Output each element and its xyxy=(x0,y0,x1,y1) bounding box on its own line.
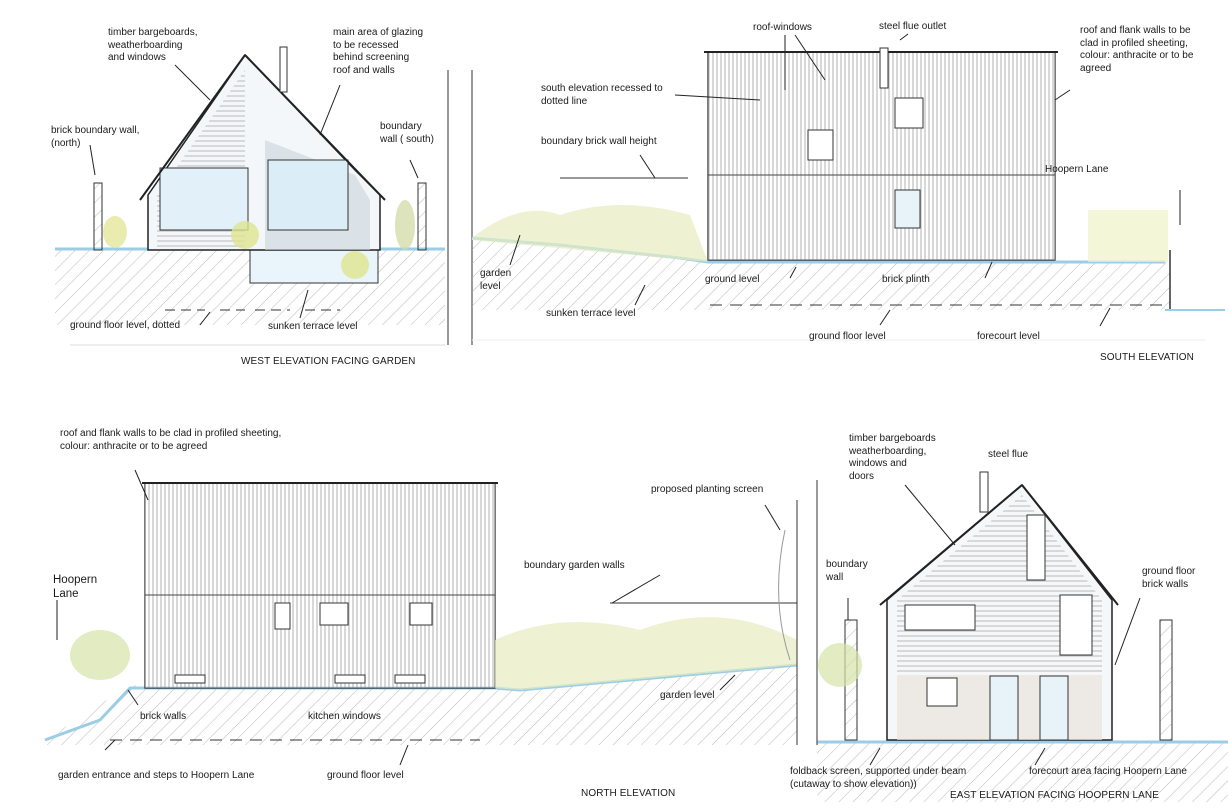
west-glazing xyxy=(267,159,349,231)
steel-flue xyxy=(979,471,989,513)
garden-planting xyxy=(495,617,797,690)
label-north-ground-floor: ground floor level xyxy=(327,770,404,781)
label-ground-level: ground level xyxy=(705,274,760,285)
label-kitchen-windows: kitchen windows xyxy=(308,711,381,722)
label-west-sunken: sunken terrace level xyxy=(268,321,358,332)
label-brick-wall-north: brick boundary wall, (north) xyxy=(51,125,140,149)
label-south-sunken: sunken terrace level xyxy=(546,308,636,319)
north-elevation-drawing xyxy=(44,482,798,745)
boundary-wall xyxy=(1159,619,1173,741)
west-window xyxy=(159,167,249,231)
title-south-elevation: SOUTH ELEVATION xyxy=(1100,352,1194,363)
door xyxy=(989,675,1019,741)
label-south-cladding: roof and flank walls to be clad in profi… xyxy=(1080,25,1194,74)
south-boundary-wall xyxy=(417,182,427,251)
window xyxy=(409,602,433,626)
chimney xyxy=(279,46,288,93)
label-foldback-screen: foldback screen, supported under beam (c… xyxy=(790,766,967,790)
label-brick-walls: brick walls xyxy=(140,711,187,722)
label-garden-entrance: garden entrance and steps to Hoopern Lan… xyxy=(58,770,255,781)
window xyxy=(274,602,291,630)
east-elevation-drawing xyxy=(816,471,1228,802)
label-west-glazing: main area of glazing to be recessed behi… xyxy=(333,27,424,76)
label-south-ground-floor: ground floor level xyxy=(809,331,886,342)
ground-window xyxy=(894,189,921,229)
steel-flue xyxy=(879,47,889,89)
west-elevation-drawing xyxy=(55,46,445,346)
kitchen-window xyxy=(394,674,426,684)
label-south-recessed: south elevation recessed to dotted line xyxy=(541,83,663,107)
garden-planting xyxy=(472,205,708,262)
label-east-brick-walls: ground floor brick walls xyxy=(1142,566,1196,590)
label-east-forecourt: forecourt area facing Hoopern Lane xyxy=(1029,766,1187,777)
label-roof-windows: roof-windows xyxy=(753,22,812,33)
roof-window xyxy=(807,129,834,161)
label-forecourt-level: forecourt level xyxy=(977,331,1040,342)
label-east-boundary: boundary wall xyxy=(826,559,868,583)
label-west-ground-floor: ground floor level, dotted xyxy=(70,320,181,331)
north-boundary-wall xyxy=(93,182,103,251)
label-wall-south: boundary wall ( south) xyxy=(380,121,434,145)
title-north-elevation: NORTH ELEVATION xyxy=(581,788,676,799)
window xyxy=(926,677,958,707)
kitchen-window xyxy=(174,674,206,684)
label-boundary-height: boundary brick wall height xyxy=(541,136,657,147)
label-steel-flue-outlet: steel flue outlet xyxy=(879,21,947,32)
label-east-steel-flue: steel flue xyxy=(988,449,1029,460)
leader-lines xyxy=(56,33,1181,766)
label-brick-plinth: brick plinth xyxy=(882,274,930,285)
roof-window xyxy=(894,97,924,129)
label-north-lane: Hoopern Lane xyxy=(53,574,98,600)
label-north-cladding: roof and flank walls to be clad in profi… xyxy=(60,428,282,452)
label-north-garden-level: garden level xyxy=(660,690,715,701)
title-east-elevation: EAST ELEVATION FACING HOOPERN LANE xyxy=(950,790,1160,801)
door xyxy=(1039,675,1069,741)
label-south-lane: Hoopern Lane xyxy=(1045,164,1109,175)
window xyxy=(904,604,976,631)
window xyxy=(319,602,349,626)
label-east-bargeboards: timber bargeboards weatherboarding, wind… xyxy=(849,433,936,482)
label-garden-walls: boundary garden walls xyxy=(524,560,625,571)
kitchen-window xyxy=(334,674,366,684)
label-planting-screen: proposed planting screen xyxy=(651,484,764,495)
north-wall-cladding xyxy=(144,482,496,689)
title-west-elevation: WEST ELEVATION FACING GARDEN xyxy=(241,356,416,367)
window xyxy=(1059,594,1093,656)
label-garden-level: garden level xyxy=(480,268,512,292)
window xyxy=(1026,514,1046,581)
south-elevation-drawing xyxy=(471,47,1225,341)
label-west-bargeboards: timber bargeboards, weatherboarding and … xyxy=(108,27,198,63)
